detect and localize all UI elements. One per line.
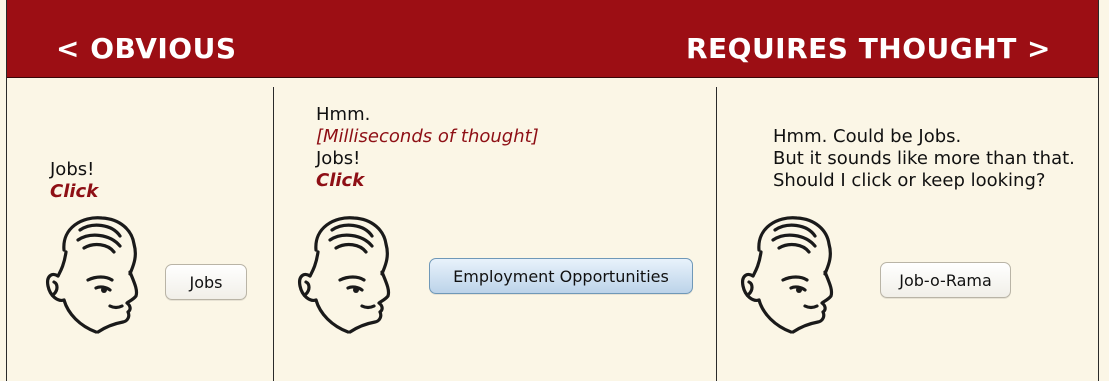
- job-o-rama-label: Job-o-Rama: [899, 270, 992, 290]
- panel-2-line-1: Hmm.: [316, 104, 371, 125]
- panel-2-line-3: Jobs!: [316, 148, 361, 169]
- thinking-man-face-icon: [741, 216, 834, 334]
- panel-1-click: Click: [50, 181, 99, 202]
- panel-3-line-1: Hmm. Could be Jobs.: [773, 126, 962, 147]
- panel-3-text: Hmm. Could be Jobs. But it sounds like m…: [773, 126, 1075, 192]
- panel-1-line-1: Jobs!: [50, 159, 95, 180]
- employment-opportunities-label: Employment Opportunities: [453, 266, 669, 286]
- jobs-button[interactable]: Jobs: [165, 264, 247, 300]
- thinking-man-face-icon: [46, 216, 139, 334]
- panel-2-click: Click: [316, 170, 365, 191]
- diagram-frame: [6, 0, 1099, 381]
- requires-thought-label: REQUIRES THOUGHT >: [685, 32, 1051, 65]
- panel-1-text: Jobs! Click: [50, 159, 98, 203]
- jobs-button-label: Jobs: [189, 272, 223, 292]
- panel-2-text: Hmm. [Milliseconds of thought] Jobs! Cli…: [316, 104, 539, 192]
- panel-divider-2: [716, 87, 717, 381]
- panel-divider-1: [273, 87, 274, 381]
- obvious-label: < OBVIOUS: [56, 32, 237, 65]
- panel-2-thought: [Milliseconds of thought]: [316, 126, 539, 147]
- thinking-man-face-icon: [298, 216, 391, 334]
- employment-opportunities-button[interactable]: Employment Opportunities: [429, 258, 693, 294]
- panel-3-line-2: But it sounds like more than that.: [773, 148, 1075, 169]
- panel-3-line-3: Should I click or keep looking?: [773, 170, 1046, 191]
- job-o-rama-button[interactable]: Job-o-Rama: [880, 262, 1011, 298]
- header-banner: < OBVIOUS REQUIRES THOUGHT >: [7, 0, 1098, 78]
